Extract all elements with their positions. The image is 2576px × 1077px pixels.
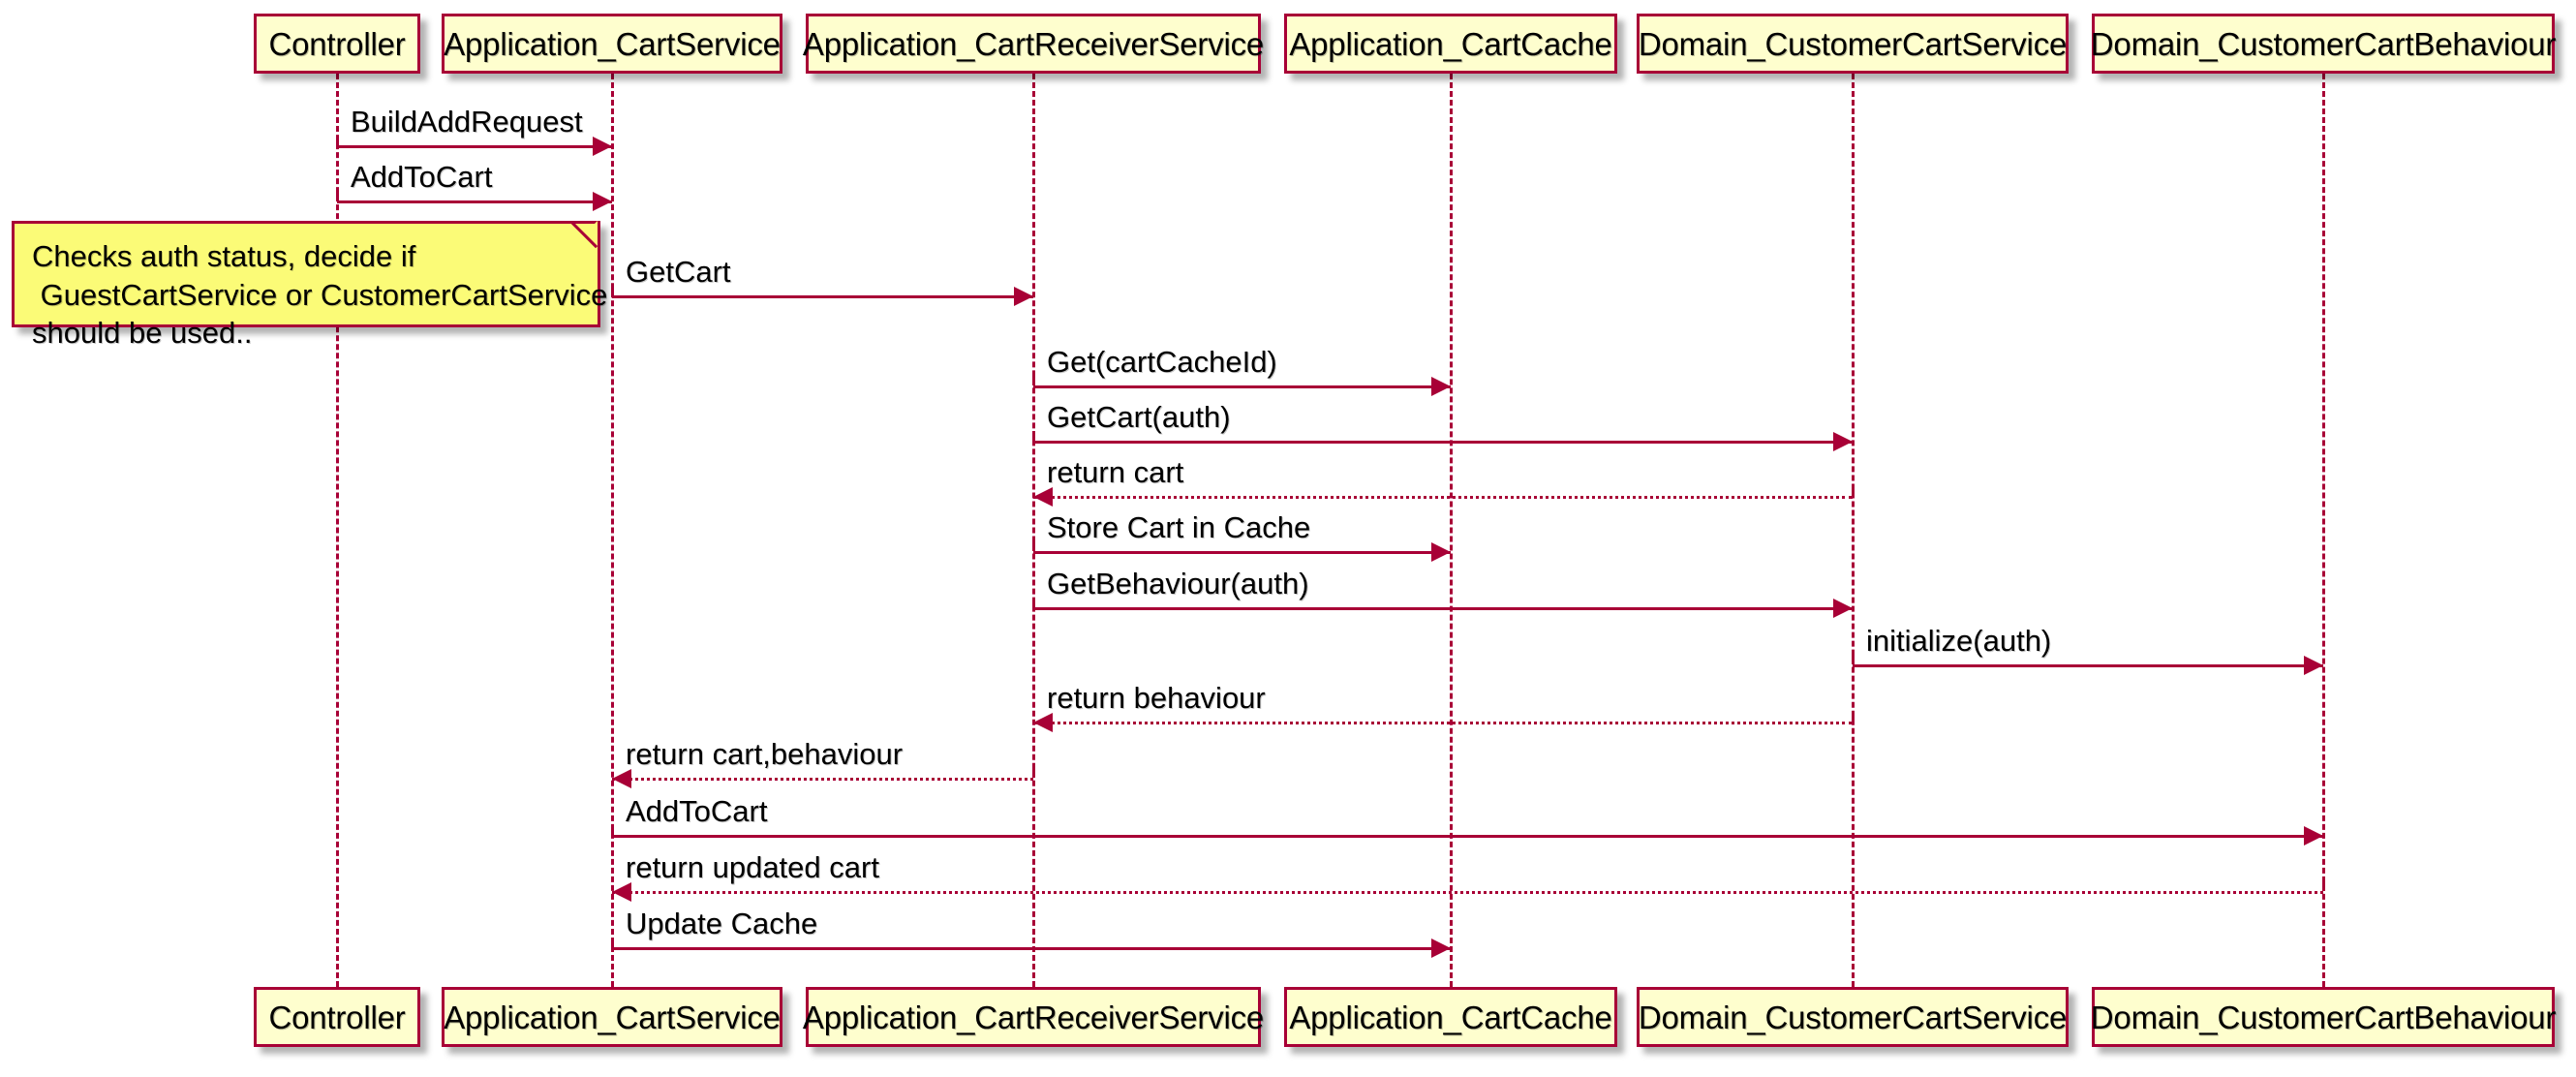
message-line (612, 947, 1451, 950)
participant-footer-application-cartservice[interactable]: Application_CartService (442, 987, 782, 1047)
participant-label: Controller (268, 999, 406, 1035)
participant-header-domain-customercartservice[interactable]: Domain_CustomerCartService (1637, 14, 2069, 74)
participant-footer-controller[interactable]: Controller (254, 987, 420, 1047)
message-label: GetCart (626, 255, 731, 289)
lifeline-controller (336, 74, 339, 987)
participant-footer-domain-customercartbehaviour[interactable]: Domain_CustomerCartBehaviour (2090, 987, 2557, 1047)
participant-footer-application-cartcache[interactable]: Application_CartCache (1284, 987, 1617, 1047)
message-origin-stub (1852, 712, 1855, 722)
message-origin-stub (336, 191, 339, 200)
participant-label: Domain_CustomerCartBehaviour (2090, 25, 2557, 62)
participant-label: Domain_CustomerCartService (1638, 25, 2068, 62)
note-box[interactable]: Checks auth status, decide if GuestCartS… (12, 221, 607, 350)
message-origin-stub (2322, 881, 2325, 891)
arrow-head-icon (2304, 826, 2323, 846)
arrow-head-icon (593, 137, 612, 156)
message-line (612, 835, 2323, 838)
arrow-head-icon (1033, 713, 1053, 732)
arrow-head-icon (612, 882, 631, 902)
participant-header-application-cartservice[interactable]: Application_CartService (442, 14, 782, 74)
message-label: return updated cart (626, 850, 879, 884)
participant-header-application-cartreceiverservice[interactable]: Application_CartReceiverService (802, 14, 1265, 74)
participant-label: Application_CartCache (1289, 999, 1612, 1035)
participant-header-controller[interactable]: Controller (254, 14, 420, 74)
message-origin-stub (1032, 768, 1035, 778)
message-origin-stub (1032, 541, 1035, 551)
message-label: initialize(auth) (1866, 624, 2052, 658)
participant-label: Domain_CustomerCartBehaviour (2090, 999, 2557, 1035)
arrow-head-icon (1833, 432, 1853, 451)
message-origin-stub (611, 286, 614, 295)
message-label: BuildAddRequest (351, 105, 583, 138)
message-line (612, 295, 1033, 298)
message-origin-stub (336, 136, 339, 145)
participant-label: Application_CartService (444, 999, 781, 1035)
participant-header-application-cartcache[interactable]: Application_CartCache (1284, 14, 1617, 74)
message-origin-stub (1032, 598, 1035, 607)
lifeline-application-cartservice (611, 74, 614, 987)
message-label: Update Cache (626, 907, 818, 940)
message-label: AddToCart (626, 794, 768, 828)
arrow-head-icon (593, 192, 612, 211)
participant-label: Application_CartReceiverService (802, 999, 1265, 1035)
message-label: GetCart(auth) (1047, 400, 1231, 434)
arrow-head-icon (1833, 599, 1853, 618)
message-label: AddToCart (351, 160, 493, 194)
message-line (612, 778, 1033, 781)
message-line (337, 200, 612, 203)
participant-header-domain-customercartbehaviour[interactable]: Domain_CustomerCartBehaviour (2090, 14, 2557, 74)
message-line (1033, 722, 1853, 724)
message-line (1033, 496, 1853, 499)
arrow-head-icon (1431, 377, 1451, 396)
message-line (1853, 664, 2323, 667)
message-label: Store Cart in Cache (1047, 510, 1311, 544)
message-line (1033, 441, 1853, 444)
participant-label: Application_CartReceiverService (802, 25, 1265, 62)
arrow-head-icon (1431, 939, 1451, 958)
participant-footer-domain-customercartservice[interactable]: Domain_CustomerCartService (1637, 987, 2069, 1047)
message-origin-stub (1852, 655, 1855, 664)
arrow-head-icon (2304, 656, 2323, 675)
participant-label: Application_CartService (444, 25, 781, 62)
lifeline-domain-customercartbehaviour (2322, 74, 2325, 987)
lifeline-domain-customercartservice (1852, 74, 1855, 987)
arrow-head-icon (1431, 542, 1451, 562)
message-origin-stub (611, 938, 614, 947)
participant-label: Application_CartCache (1289, 25, 1612, 62)
message-origin-stub (1852, 486, 1855, 496)
message-label: Get(cartCacheId) (1047, 345, 1277, 379)
participant-footer-application-cartreceiverservice[interactable]: Application_CartReceiverService (802, 987, 1265, 1047)
message-origin-stub (1032, 431, 1035, 441)
arrow-head-icon (612, 769, 631, 788)
participant-label: Controller (268, 25, 406, 62)
message-line (1033, 607, 1853, 610)
message-label: return cart,behaviour (626, 737, 904, 771)
message-origin-stub (611, 825, 614, 835)
arrow-head-icon (1033, 487, 1053, 507)
message-line (1033, 385, 1451, 388)
participant-label: Domain_CustomerCartService (1638, 999, 2068, 1035)
message-line (337, 145, 612, 148)
lifeline-application-cartreceiverservice (1032, 74, 1035, 987)
message-line (1033, 551, 1451, 554)
arrow-head-icon (1014, 287, 1033, 306)
message-line (612, 891, 2323, 894)
message-label: return cart (1047, 455, 1184, 489)
note-fold-corner-icon (572, 221, 598, 246)
message-label: return behaviour (1047, 681, 1266, 715)
lifeline-application-cartcache (1450, 74, 1453, 987)
message-origin-stub (1032, 376, 1035, 385)
message-label: GetBehaviour(auth) (1047, 567, 1309, 600)
